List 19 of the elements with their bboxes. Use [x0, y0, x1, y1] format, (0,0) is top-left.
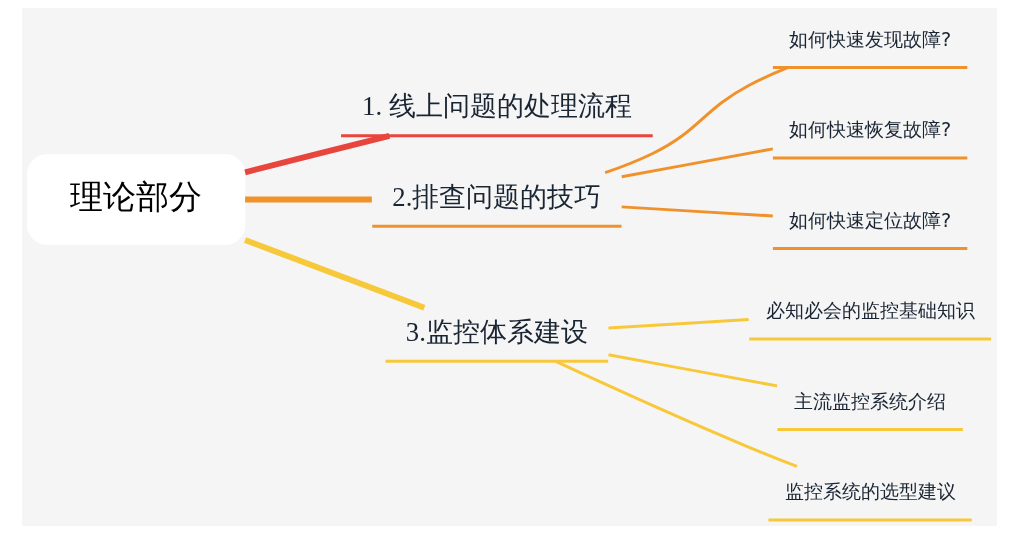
node-text: 2.排查问题的技巧	[392, 182, 602, 213]
node-box: 理论部分	[27, 154, 246, 245]
connector	[621, 205, 773, 218]
node-text: 如何快速发现故障?	[789, 27, 952, 51]
node-text: 主流监控系统介绍	[794, 389, 947, 413]
connector	[621, 147, 774, 179]
connector	[245, 196, 372, 203]
node-text: 如何快速恢复故障?	[789, 118, 952, 142]
node-text: 3.监控体系建设	[405, 317, 588, 348]
connector	[608, 318, 749, 330]
connector	[244, 237, 426, 311]
connector	[244, 132, 391, 176]
node-text: 1. 线上问题的处理流程	[362, 91, 632, 122]
connector	[608, 353, 778, 388]
node-text: 如何快速定位故障?	[789, 208, 952, 232]
connector	[604, 66, 789, 175]
connector	[555, 360, 798, 468]
node-text: 监控系统的选型建议	[784, 480, 956, 504]
node-text: 必知必会的监控基础知识	[765, 299, 975, 323]
